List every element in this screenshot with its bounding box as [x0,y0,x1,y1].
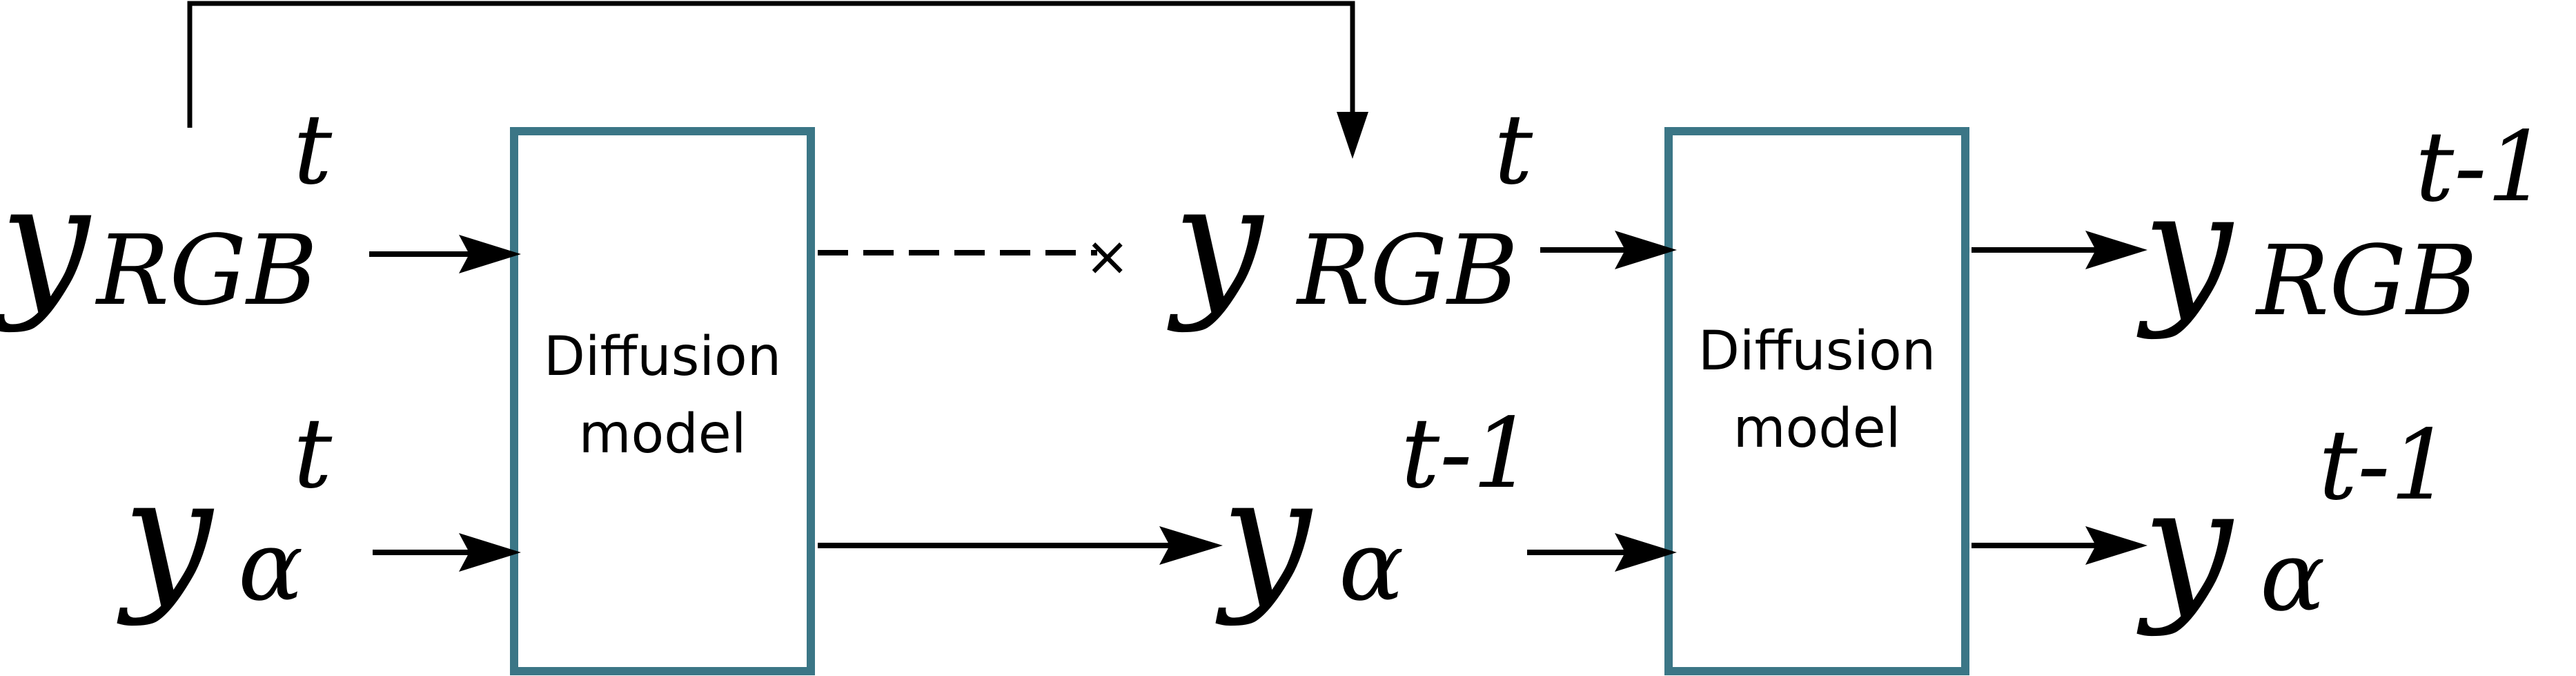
var-y-alpha-t-input: y α t [117,398,333,628]
svg-text:t: t [293,398,333,510]
svg-text:t: t [1494,94,1533,206]
svg-text:α: α [238,510,304,623]
svg-text:y: y [1215,444,1313,628]
svg-text:y: y [2136,454,2234,639]
svg-text:α: α [2260,521,2326,633]
svg-text:RGB: RGB [95,215,317,327]
arrow-rgb-into-model-1 [369,235,521,273]
svg-text:t: t [293,94,333,206]
var-y-rgb-t-minus-1-output: y RGB t-1 [2136,111,2548,342]
arrow-rgb-into-model-2 [1540,231,1677,269]
var-y-alpha-t-minus-1-mid: y α t-1 [1215,398,1534,628]
diffusion-model-box-1 [510,127,815,675]
diffusion-model-1-label-line2: model [579,403,747,465]
arrow-alpha-out-model-1 [818,526,1223,565]
skip-connection-arrow [187,1,1368,159]
svg-text:y: y [117,444,215,628]
var-y-rgb-t-input: y RGB t [0,94,333,335]
svg-text:y: y [2136,157,2234,342]
var-y-alpha-t-minus-1-output: y α t-1 [2136,409,2452,639]
svg-text:y: y [0,151,92,335]
diffusion-model-1-label-line1: Diffusion [544,326,781,388]
arrow-alpha-into-model-1 [373,533,521,572]
discard-x-mark: × [1085,226,1130,288]
svg-text:t-1: t-1 [1401,398,1534,510]
svg-text:t-1: t-1 [2319,409,2452,522]
var-y-rgb-t-mid: y RGB t [1167,94,1533,335]
diffusion-model-2-label-line1: Diffusion [1698,320,1936,383]
arrow-alpha-into-model-2 [1527,533,1677,572]
svg-text:y: y [1167,151,1265,335]
svg-text:t-1: t-1 [2415,111,2548,224]
svg-text:α: α [1339,510,1404,623]
arrow-alpha-out-model-2 [1972,526,2147,565]
diffusion-model-box-2 [1664,127,1969,675]
arrow-rgb-out-model-2 [1972,231,2147,269]
diffusion-model-2-label-line2: model [1733,398,1901,460]
svg-text:RGB: RGB [1295,215,1518,327]
svg-text:RGB: RGB [2254,225,2477,338]
